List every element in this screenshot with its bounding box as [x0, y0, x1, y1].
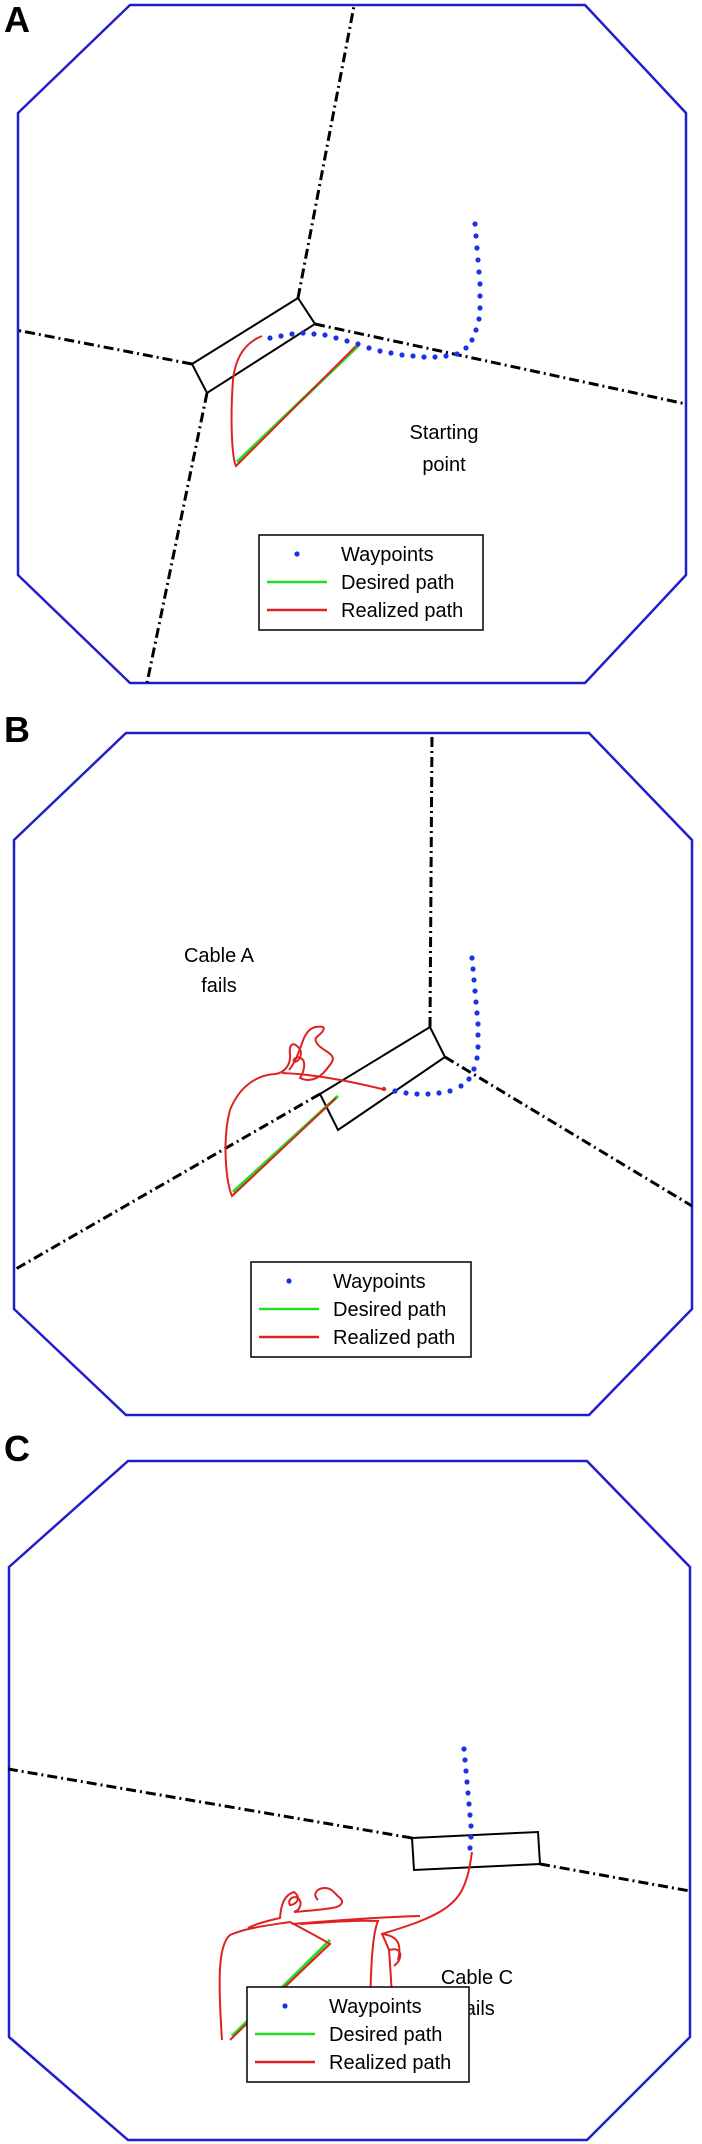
- end-effector: [190, 296, 317, 395]
- legend-waypoint-marker: [294, 551, 300, 557]
- workspace-boundary: [7, 1459, 692, 2142]
- cable-line: [15, 328, 193, 366]
- panel-b-letter: B: [4, 709, 30, 750]
- panel-a-letter: A: [4, 0, 30, 40]
- cable-line: [7, 1767, 413, 1840]
- panel-c-letter: C: [4, 1428, 30, 1469]
- legend-realized-label: Realized path: [329, 2052, 451, 2074]
- panel-c: Cable C fails Waypoints Desired path Rea…: [7, 1459, 692, 2142]
- legend: Waypoints Desired path Realized path: [250, 1261, 472, 1358]
- cable-line: [539, 1862, 691, 1893]
- legend-realized-label: Realized path: [333, 1327, 455, 1349]
- cable-line: [13, 1092, 321, 1272]
- cable-line: [428, 733, 434, 1028]
- cable-line: [296, 5, 356, 299]
- legend-realized-label: Realized path: [341, 600, 463, 622]
- legend-waypoints-label: Waypoints: [333, 1271, 426, 1293]
- legend-desired-label: Desired path: [341, 572, 454, 594]
- cable-line: [444, 1055, 693, 1208]
- workspace-boundary: [12, 731, 694, 1417]
- annotation-line-1: Cable C: [441, 1967, 513, 1989]
- end-effector: [410, 1830, 542, 1872]
- waypoints: [392, 955, 481, 1097]
- waypoints: [461, 1746, 474, 1851]
- legend-waypoints-label: Waypoints: [341, 544, 434, 566]
- legend-waypoints-label: Waypoints: [329, 1996, 422, 2018]
- waypoints: [267, 221, 483, 360]
- legend-waypoint-marker: [286, 1278, 292, 1284]
- workspace-boundary: [16, 3, 688, 685]
- legend-desired-label: Desired path: [333, 1299, 446, 1321]
- realized-path: [224, 1025, 383, 1198]
- cable-line: [314, 322, 687, 406]
- panel-b: Cable A fails Waypoints Desired path Rea…: [12, 731, 694, 1417]
- panel-a: Starting point Waypoints Desired path Re…: [15, 3, 688, 685]
- legend: Waypoints Desired path Realized path: [258, 534, 484, 631]
- annotation-line-1: Cable A: [184, 945, 255, 967]
- annotation-line-2: fails: [201, 975, 237, 997]
- end-effector: [318, 1025, 447, 1132]
- legend-desired-label: Desired path: [329, 2024, 442, 2046]
- legend: Waypoints Desired path Realized path: [246, 1986, 470, 2083]
- cable-line: [145, 392, 209, 684]
- annotation-line-2: point: [422, 454, 466, 476]
- realized-path: [230, 335, 357, 468]
- legend-waypoint-marker: [282, 2003, 288, 2009]
- annotation-line-1: Starting: [410, 422, 479, 444]
